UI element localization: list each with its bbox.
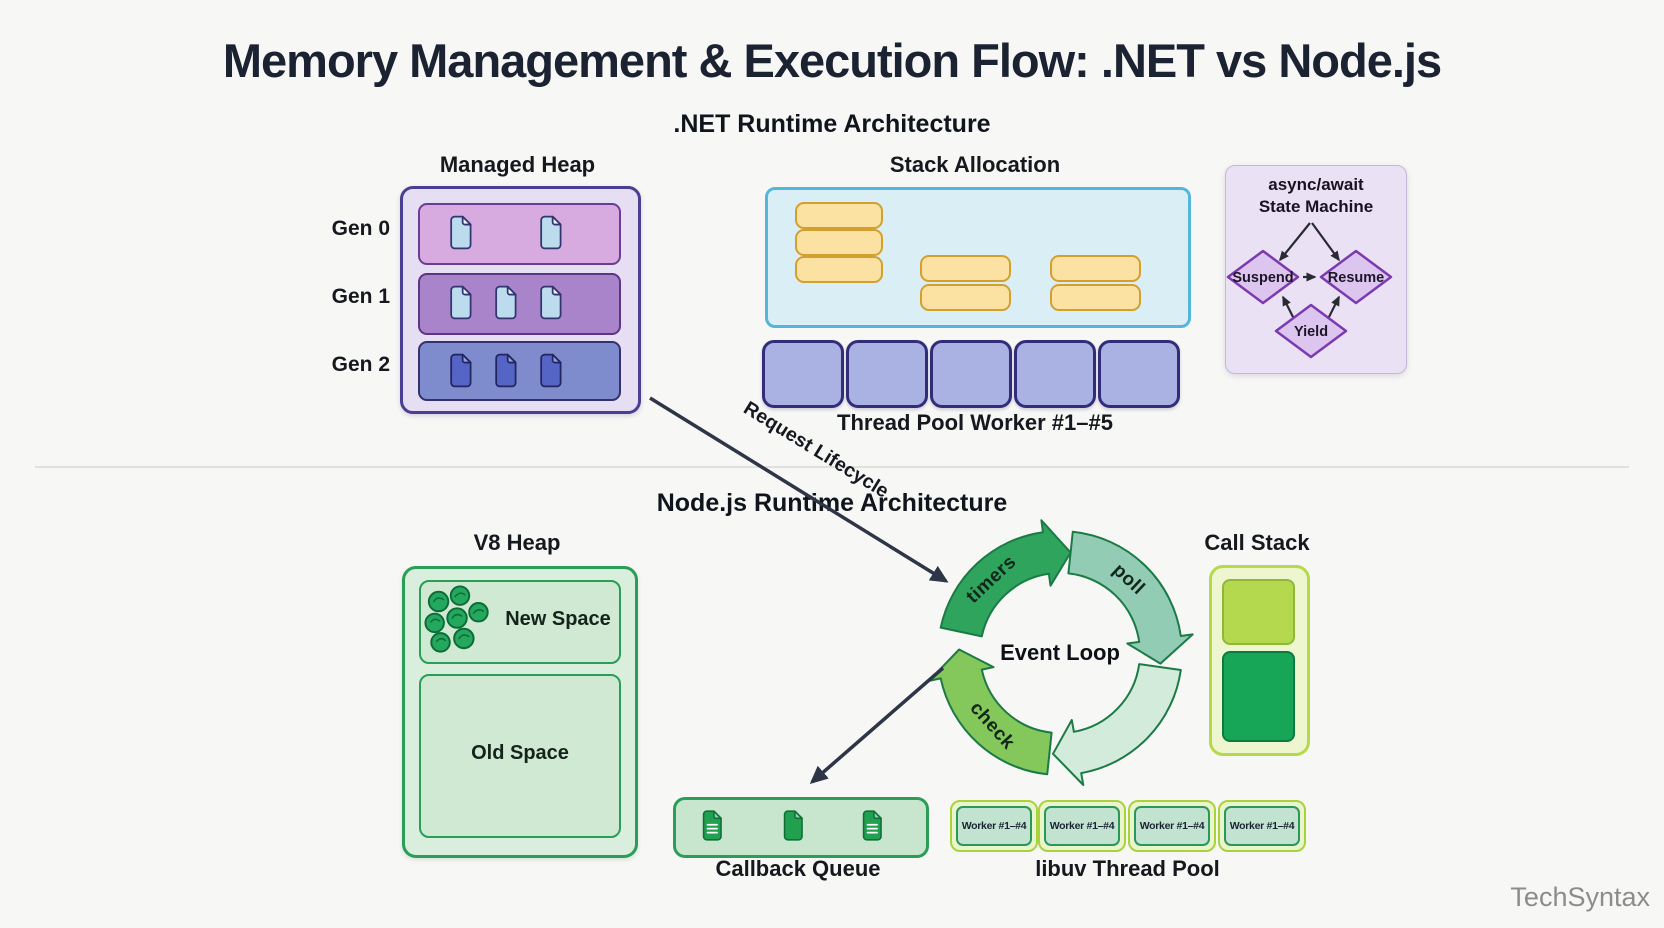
- thread-pool-worker: [1098, 340, 1180, 408]
- old-space-box: Old Space: [419, 674, 621, 838]
- libuv-worker-label: Worker #1–#4: [956, 806, 1032, 846]
- callback-queue-title: Callback Queue: [715, 856, 881, 881]
- v8-heap-panel: New Space Old Space: [402, 566, 638, 858]
- new-space-label: New Space: [505, 608, 611, 630]
- v8-heap-title: V8 Heap: [473, 530, 561, 555]
- gen1-label: Gen 1: [331, 285, 390, 308]
- state-machine-title-line2: State Machine: [1258, 197, 1374, 216]
- gen1-row: [418, 273, 621, 335]
- object-document-icon: [490, 284, 520, 321]
- stack-allocation-title: Stack Allocation: [889, 152, 1061, 177]
- dotnet-section-title: .NET Runtime Architecture: [673, 110, 991, 138]
- gen2-row: [418, 341, 621, 401]
- event-loop-label: Event Loop: [1000, 640, 1120, 665]
- stack-frame: [920, 284, 1011, 311]
- callback-document-icon: [779, 809, 806, 842]
- libuv-worker-label: Worker #1–#4: [1044, 806, 1120, 846]
- stack-frame: [1050, 284, 1141, 311]
- event-loop-to-callback-arrow: [809, 666, 945, 784]
- object-document-icon: [535, 284, 565, 321]
- object-document-icon: [445, 214, 475, 251]
- thread-pool-worker: [846, 340, 928, 408]
- callback-document-icon: [698, 809, 725, 842]
- state-machine-diagram: Suspend Resume Yield: [1226, 222, 1393, 359]
- libuv-worker: Worker #1–#4: [1218, 800, 1306, 852]
- call-stack-panel: [1209, 565, 1310, 756]
- libuv-thread-pool-title: libuv Thread Pool: [1035, 856, 1220, 881]
- call-stack-frame: [1222, 651, 1295, 742]
- thread-pool-worker: [930, 340, 1012, 408]
- callback-document-icon: [858, 809, 885, 842]
- yield-diamond: [1274, 303, 1348, 359]
- stack-frame: [795, 256, 883, 283]
- young-objects-icon: [424, 585, 489, 653]
- pending-phase-arc: [1052, 663, 1182, 786]
- libuv-worker-label: Worker #1–#4: [1134, 806, 1210, 846]
- libuv-worker: Worker #1–#4: [950, 800, 1038, 852]
- fork-to-suspend-arrow: [1279, 222, 1311, 262]
- fork-to-resume-arrow: [1311, 222, 1340, 262]
- state-machine-panel: async/await State Machine Suspend Resume…: [1225, 165, 1407, 374]
- new-space-box: New Space: [419, 580, 621, 664]
- yield-to-resume-arrow: [1328, 295, 1340, 318]
- event-loop-diagram: timers poll check Event Loop: [927, 519, 1194, 786]
- object-document-icon: [535, 214, 565, 251]
- page-title: Memory Management & Execution Flow: .NET…: [222, 34, 1442, 87]
- thread-pool-worker: [1014, 340, 1096, 408]
- call-stack-title: Call Stack: [1204, 530, 1310, 555]
- poll-phase-arc: [1067, 530, 1194, 665]
- object-document-icon: [445, 352, 475, 389]
- state-machine-title-line1: async/await: [1268, 175, 1364, 194]
- suspend-label: Suspend: [1232, 270, 1293, 286]
- stack-frame: [795, 202, 883, 229]
- libuv-worker: Worker #1–#4: [1128, 800, 1216, 852]
- stack-frame: [1050, 255, 1141, 282]
- stack-allocation-panel: [765, 187, 1191, 328]
- old-space-label: Old Space: [471, 742, 569, 764]
- nodejs-section-title: Node.js Runtime Architecture: [656, 489, 1008, 517]
- managed-heap-title: Managed Heap: [439, 152, 596, 177]
- gen0-label: Gen 0: [331, 217, 390, 240]
- call-stack-frame: [1222, 579, 1295, 645]
- watermark: TechSyntax: [1510, 882, 1650, 912]
- section-divider: [35, 466, 1629, 468]
- resume-label: Resume: [1328, 270, 1384, 286]
- gen0-row: [418, 203, 621, 265]
- yield-label: Yield: [1294, 324, 1328, 340]
- libuv-worker-label: Worker #1–#4: [1224, 806, 1300, 846]
- callback-queue-panel: [673, 797, 929, 858]
- stack-frame: [795, 229, 883, 256]
- resume-diamond: [1319, 249, 1393, 305]
- timers-phase-arc: [939, 519, 1072, 638]
- object-document-icon: [445, 284, 475, 321]
- object-document-icon: [490, 352, 520, 389]
- object-document-icon: [535, 352, 565, 389]
- thread-pool-label: Thread Pool Worker #1–#5: [837, 410, 1113, 435]
- gen2-label: Gen 2: [331, 353, 390, 376]
- stack-frame: [920, 255, 1011, 282]
- yield-to-suspend-arrow: [1282, 295, 1294, 318]
- thread-pool-worker: [762, 340, 844, 408]
- suspend-diamond: [1226, 249, 1300, 305]
- libuv-worker: Worker #1–#4: [1038, 800, 1126, 852]
- managed-heap-panel: [400, 186, 641, 414]
